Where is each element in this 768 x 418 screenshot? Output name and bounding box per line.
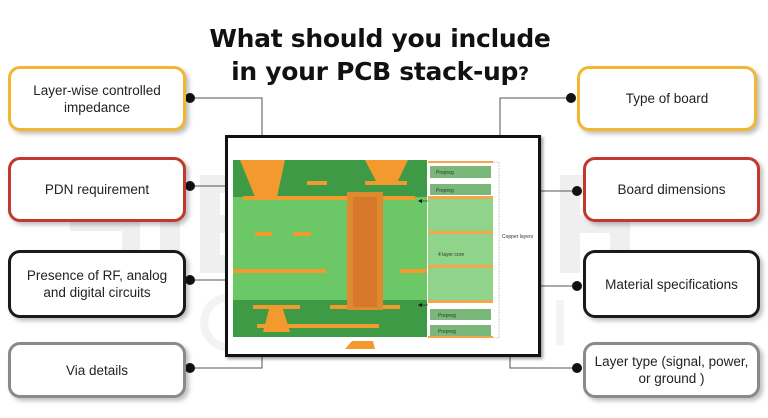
core-layer <box>428 198 493 302</box>
title-line-2: in your PCB stack-up? <box>180 55 580 91</box>
prepreg-label: Prepreg <box>436 188 454 194</box>
item-label: Layer type (signal, power, or ground ) <box>594 354 749 386</box>
copper-trace <box>253 305 300 309</box>
title-line-1: What should you include <box>209 24 551 53</box>
item-material-specifications: Material specifications <box>583 250 760 318</box>
prepreg-layer <box>430 325 491 336</box>
copper-trace <box>243 196 415 200</box>
item-via-details: Via details <box>8 342 186 398</box>
connector-line <box>190 97 263 135</box>
copper-trace <box>400 269 427 273</box>
item-layer-wise-impedance: Layer-wise controlled impedance <box>8 66 186 131</box>
copper-trace <box>293 232 311 236</box>
item-label: PDN requirement <box>44 182 150 197</box>
bottom-via <box>345 341 375 349</box>
connector-dot <box>566 93 576 103</box>
title-question-mark: ? <box>518 63 529 85</box>
item-pdn-requirement: PDN requirement <box>8 157 186 222</box>
connector-dot <box>185 275 195 285</box>
copper-layer <box>428 196 493 199</box>
copper-trace <box>307 181 327 185</box>
item-label: Layer-wise controlled impedance <box>33 82 161 115</box>
copper-layer <box>428 161 493 163</box>
prepreg-layer <box>430 166 491 178</box>
copper-trace <box>257 324 379 328</box>
connector-dot <box>572 186 582 196</box>
top-via <box>240 160 285 197</box>
prepreg-label: Prepreg <box>436 170 454 176</box>
item-label: Type of board <box>625 91 709 106</box>
connector-dot <box>572 281 582 291</box>
page-title: What should you include in your PCB stac… <box>180 22 580 91</box>
copper-layer <box>428 300 493 303</box>
item-label: Presence of RF, analog and digital circu… <box>26 268 168 300</box>
connector-dot <box>185 93 195 103</box>
item-type-of-board: Type of board <box>577 66 757 131</box>
pcb-stackup-diagram: Prepreg Prepreg Prepreg Prepreg 4 layer … <box>225 135 541 357</box>
connector-line <box>499 97 570 135</box>
prepreg-layer <box>430 184 491 195</box>
title-line-2-text: in your PCB stack-up <box>231 57 519 86</box>
item-layer-type: Layer type (signal, power, or ground ) <box>583 342 760 398</box>
prepreg-label: Prepreg <box>438 313 456 319</box>
connector-line <box>190 357 263 369</box>
item-rf-analog-digital: Presence of RF, analog and digital circu… <box>8 250 186 318</box>
copper-trace <box>233 269 326 273</box>
copper-layers-label: Copper layers <box>502 234 534 240</box>
copper-layer <box>428 336 493 338</box>
core-region <box>233 197 427 300</box>
prepreg-layer <box>430 309 491 320</box>
pcb-cross-section: Prepreg Prepreg Prepreg Prepreg 4 layer … <box>233 160 534 349</box>
top-via <box>365 160 408 183</box>
connector-dot <box>185 181 195 191</box>
connector-dot <box>185 363 195 373</box>
item-label: Material specifications <box>605 276 738 292</box>
copper-layer <box>428 231 493 234</box>
bottom-via <box>263 309 290 332</box>
copper-trace <box>255 232 272 236</box>
item-label: Via details <box>65 362 129 378</box>
copper-layer <box>428 265 493 268</box>
item-label: Board dimensions <box>617 182 726 197</box>
through-hole-bore <box>353 197 377 307</box>
core-label: 4 layer core <box>438 252 464 258</box>
prepreg-label: Prepreg <box>438 329 456 335</box>
connector-dot <box>572 363 582 373</box>
connector-line <box>509 357 576 369</box>
item-board-dimensions: Board dimensions <box>583 157 760 222</box>
stackup-bracket <box>493 161 500 339</box>
